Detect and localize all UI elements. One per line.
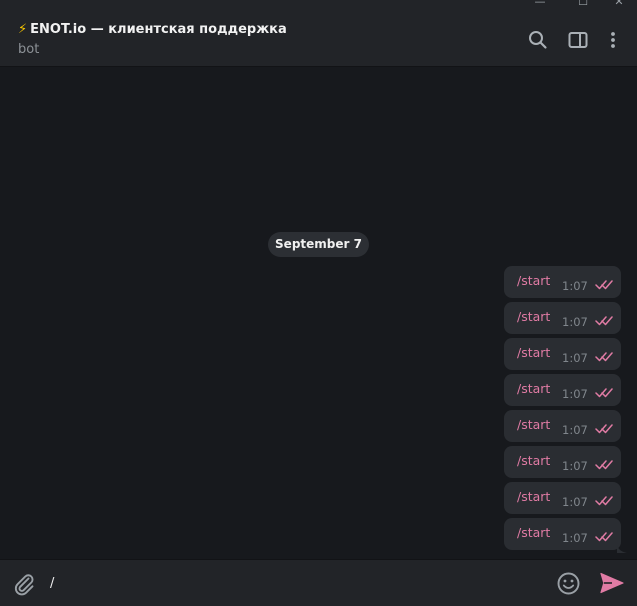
message-bubble[interactable]: /start 1:07 bbox=[504, 482, 621, 514]
read-receipt-icon bbox=[595, 496, 613, 506]
attach-button[interactable] bbox=[12, 572, 36, 596]
read-receipt-icon bbox=[595, 460, 613, 470]
message-text: /start bbox=[517, 345, 551, 360]
read-receipt-icon bbox=[595, 352, 613, 362]
date-separator: September 7 bbox=[268, 232, 369, 257]
message-bubble[interactable]: /start 1:07 bbox=[504, 518, 621, 550]
message-text: /start bbox=[517, 453, 551, 468]
chat-title-text: ENOT.io — клиентская поддержка bbox=[30, 22, 287, 37]
message-time: 1:07 bbox=[562, 279, 588, 293]
message-time: 1:07 bbox=[562, 423, 588, 437]
message-text: /start bbox=[517, 489, 551, 504]
minimize-button[interactable]: — bbox=[534, 0, 546, 8]
maximize-button[interactable]: ☐ bbox=[578, 0, 588, 8]
bubble-tail bbox=[617, 543, 627, 553]
composer-bar bbox=[0, 559, 637, 606]
emoji-icon bbox=[557, 572, 580, 595]
message-text: /start bbox=[517, 381, 551, 396]
message-time: 1:07 bbox=[562, 495, 588, 509]
chat-title[interactable]: ⚡ENOT.io — клиентская поддержка bbox=[18, 22, 287, 37]
message-bubble[interactable]: /start 1:07 bbox=[504, 446, 621, 478]
message-bubble[interactable]: /start 1:07 bbox=[504, 374, 621, 406]
message-bubble[interactable]: /start 1:07 bbox=[504, 266, 621, 298]
close-button[interactable]: ✕ bbox=[614, 0, 624, 8]
read-receipt-icon bbox=[595, 316, 613, 326]
search-button[interactable] bbox=[527, 29, 549, 51]
message-time: 1:07 bbox=[562, 387, 588, 401]
message-text: /start bbox=[517, 273, 551, 288]
message-time: 1:07 bbox=[562, 531, 588, 545]
read-receipt-icon bbox=[595, 280, 613, 290]
message-bubble[interactable]: /start 1:07 bbox=[504, 410, 621, 442]
message-input[interactable] bbox=[50, 573, 530, 593]
lightning-icon: ⚡ bbox=[18, 22, 28, 37]
message-time: 1:07 bbox=[562, 315, 588, 329]
read-receipt-icon bbox=[595, 532, 613, 542]
paperclip-icon bbox=[14, 574, 34, 596]
chat-subtitle: bot bbox=[18, 42, 40, 57]
message-list[interactable]: September 7 /start 1:07/start 1:07/start 1:… bbox=[0, 68, 637, 559]
message-time: 1:07 bbox=[562, 459, 588, 473]
more-vertical-icon bbox=[611, 32, 615, 48]
sidebar-toggle-button[interactable] bbox=[567, 29, 589, 51]
send-button[interactable] bbox=[599, 571, 625, 595]
window-titlebar: — ☐ ✕ bbox=[0, 0, 637, 13]
more-options-button[interactable] bbox=[602, 29, 624, 51]
search-icon bbox=[529, 31, 547, 49]
message-text: /start bbox=[517, 309, 551, 324]
message-time: 1:07 bbox=[562, 351, 588, 365]
message-text: /start bbox=[517, 525, 551, 540]
sidebar-toggle-icon bbox=[568, 32, 588, 48]
send-icon bbox=[600, 572, 624, 594]
read-receipt-icon bbox=[595, 388, 613, 398]
message-bubble[interactable]: /start 1:07 bbox=[504, 302, 621, 334]
message-text: /start bbox=[517, 417, 551, 432]
emoji-button[interactable] bbox=[556, 571, 581, 596]
read-receipt-icon bbox=[595, 424, 613, 434]
message-bubble[interactable]: /start 1:07 bbox=[504, 338, 621, 370]
chat-header: ⚡ENOT.io — клиентская поддержка bot bbox=[0, 13, 637, 67]
